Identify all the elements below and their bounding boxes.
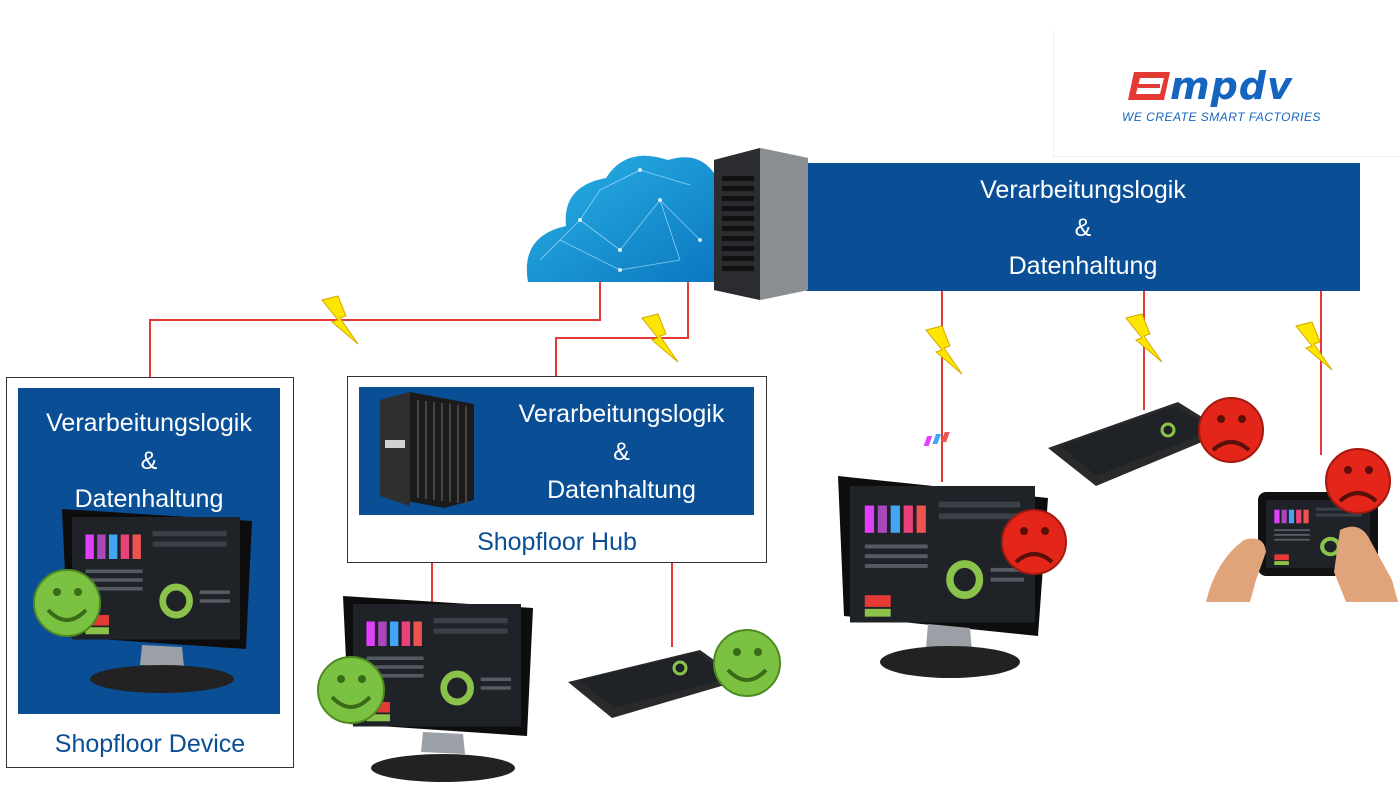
handheld-tablet <box>1206 492 1398 602</box>
logo-tagline: WE CREATE SMART FACTORIES <box>1122 110 1321 124</box>
hub-line-1: Verarbeitungslogik <box>518 400 725 428</box>
happy-face-icon-device <box>33 569 101 637</box>
lightning-icons <box>321 295 1333 375</box>
device-line-2: & <box>140 447 158 475</box>
hub-line-3: Datenhaltung <box>547 476 696 504</box>
hub-line-2: & <box>613 438 630 466</box>
logo-wordmark: mpdv <box>1170 64 1293 108</box>
tablet-cloud-right <box>923 402 1226 486</box>
server-line-2: & <box>1074 214 1092 242</box>
logo-panel: mpdv WE CREATE SMART FACTORIES <box>1053 30 1400 157</box>
happy-face-icon-hub-tablet <box>713 629 781 697</box>
server-logic-box: Verarbeitungslogik & Datenhaltung <box>806 163 1360 291</box>
monitor-device-box <box>62 509 252 693</box>
monitor-hub-left <box>343 596 533 782</box>
sad-face-icon-handheld <box>1325 448 1391 514</box>
bolt-icon-5 <box>1295 321 1333 371</box>
hub-caption: Shopfloor Hub <box>477 528 637 556</box>
happy-face-icon-hub-monitor <box>317 656 385 724</box>
device-line-1: Verarbeitungslogik <box>46 409 252 437</box>
link-cloud-to-device <box>149 280 601 388</box>
server-line-1: Verarbeitungslogik <box>980 176 1186 204</box>
server-line-3: Datenhaltung <box>1008 252 1158 280</box>
sad-face-icon-tablet <box>1198 397 1264 463</box>
device-caption: Shopfloor Device <box>54 730 246 758</box>
bolt-icon-4 <box>1125 313 1163 363</box>
industrial-pc-icon <box>380 392 474 508</box>
link-cloud-to-hub <box>555 282 689 388</box>
bolt-icon-3 <box>925 325 963 375</box>
monitor-cloud-right <box>838 476 1048 678</box>
bolt-icon-2 <box>641 313 679 363</box>
sad-face-icon-monitor <box>1001 509 1067 575</box>
device-line-3: Datenhaltung <box>74 485 224 513</box>
bolt-icon-1 <box>321 295 359 345</box>
mpdv-logo-mark <box>1128 72 1170 100</box>
